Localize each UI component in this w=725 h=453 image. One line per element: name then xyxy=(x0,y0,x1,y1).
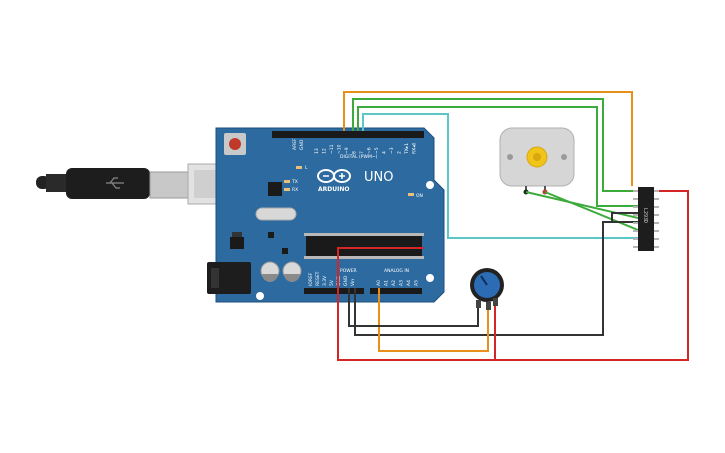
mount-hole xyxy=(426,274,434,282)
on-label: ON xyxy=(416,193,423,199)
power-jack[interactable] xyxy=(207,262,251,294)
pin-label: ~10 xyxy=(337,144,343,154)
usb-symbol-icon xyxy=(106,177,124,189)
wire-orange-pot[interactable] xyxy=(378,288,489,352)
mount-hole xyxy=(426,181,434,189)
pin-label: 3.3V xyxy=(322,275,328,286)
wire-green-upper[interactable] xyxy=(352,98,638,192)
wire-red[interactable] xyxy=(337,190,689,361)
l-led xyxy=(296,166,302,169)
pin-label: 12 xyxy=(322,148,328,154)
wire-black-chip-2[interactable] xyxy=(611,212,638,222)
pin-label: A5 xyxy=(414,280,420,286)
usb-chip xyxy=(268,182,282,196)
capacitors xyxy=(260,261,302,282)
pin-label: Vin xyxy=(350,279,356,286)
pin-label: 2 xyxy=(397,151,403,154)
pin-label: 8 xyxy=(352,151,358,154)
pin-label: ~11 xyxy=(329,144,335,154)
rx-led xyxy=(284,188,290,191)
potentiometer[interactable] xyxy=(470,268,504,310)
l-label: L xyxy=(305,165,308,171)
pin-label: A0 xyxy=(376,280,382,286)
digital-header[interactable] xyxy=(272,131,424,138)
pin-label: 13 xyxy=(314,148,320,154)
crystal xyxy=(255,207,297,221)
wire-teal[interactable] xyxy=(362,113,638,239)
pin-label: RESET xyxy=(315,271,321,286)
pin-label: RX◂0 xyxy=(412,143,418,154)
wire-black-pot[interactable] xyxy=(348,288,479,327)
power-header[interactable] xyxy=(304,288,364,294)
aref-label: AREF xyxy=(292,138,298,150)
analog-header-label: ANALOG IN xyxy=(384,268,409,274)
voltage-regulator xyxy=(230,237,244,249)
digital-header-label: DIGITAL (PWM~) xyxy=(340,154,378,160)
pin-label: A2 xyxy=(391,280,397,286)
pin-label: 7 xyxy=(359,151,365,154)
pin-label: 4 xyxy=(382,151,388,154)
pin-label: ~3 xyxy=(389,147,395,154)
rx-label: RX xyxy=(292,187,298,193)
wire-motor-green-2[interactable] xyxy=(544,191,639,231)
tx-label: TX xyxy=(291,179,298,185)
gear-icon xyxy=(526,146,548,168)
pin-label: 5V xyxy=(329,279,335,286)
pin-label: A1 xyxy=(384,280,390,286)
power-header-label: POWER xyxy=(340,268,357,274)
wire-green-lower[interactable] xyxy=(357,106,638,207)
gnd-label: GND xyxy=(299,139,305,150)
dc-motor[interactable] xyxy=(499,127,575,195)
pin-label: A4 xyxy=(406,280,412,286)
driver-chip[interactable]: L293D xyxy=(633,187,659,251)
pin-label: GND xyxy=(343,275,349,286)
wire-black-chip[interactable] xyxy=(354,221,638,336)
board-model: UNO xyxy=(364,170,393,185)
wires xyxy=(337,91,689,361)
pin-label: TX▸1 xyxy=(404,143,410,155)
reset-button[interactable] xyxy=(224,133,246,155)
microcontroller-chip xyxy=(304,233,424,259)
pin-label: ~6 xyxy=(367,147,373,154)
pin-label: A3 xyxy=(399,280,405,286)
pin-label: ~9 xyxy=(344,147,350,154)
usb-cable[interactable] xyxy=(36,163,247,205)
arduino-logo xyxy=(317,169,351,183)
pin-label: IOREF xyxy=(308,272,314,286)
wire-orange-top[interactable] xyxy=(343,91,633,186)
pin-label: ~5 xyxy=(374,147,380,154)
mount-hole xyxy=(256,292,264,300)
analog-header[interactable] xyxy=(370,288,422,294)
driver-chip-label: L293D xyxy=(642,208,648,223)
on-led xyxy=(408,193,414,196)
arduino-logo-text: ARDUINO xyxy=(318,186,349,193)
tx-led xyxy=(284,180,290,183)
